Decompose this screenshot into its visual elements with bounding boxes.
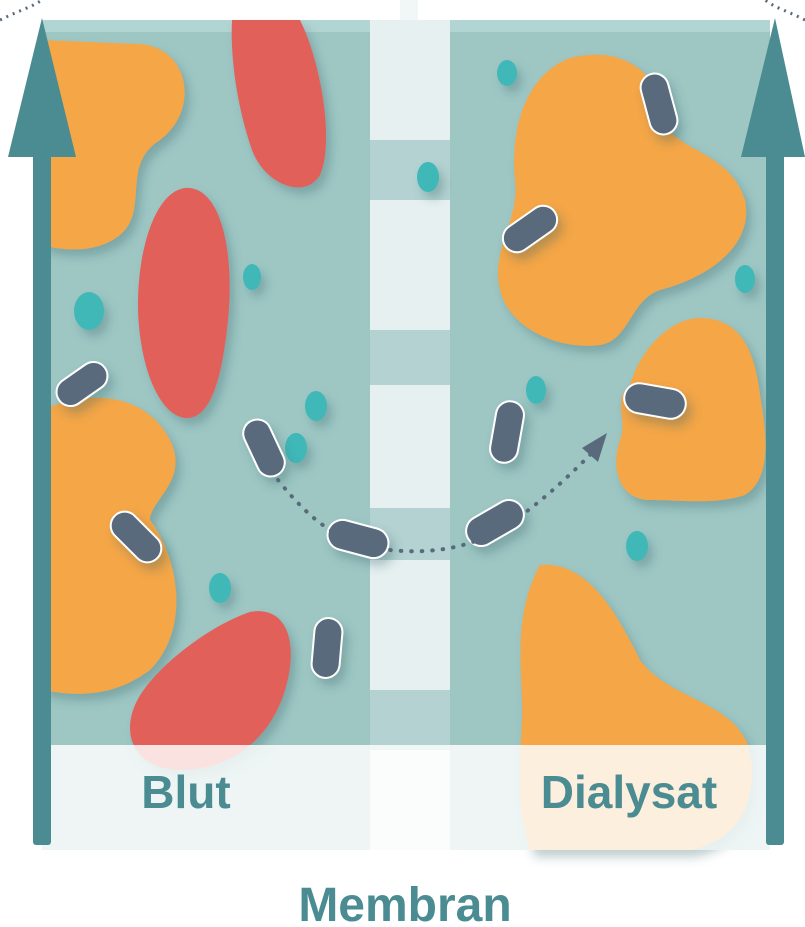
membrane [370, 20, 450, 850]
flow-arrow-shaft [33, 140, 51, 845]
toxin-molecule [310, 617, 343, 679]
membrane-top-gap [400, 0, 418, 20]
membrane-pore [370, 690, 450, 750]
membrane-label: Membran [298, 879, 511, 927]
small-particle [305, 391, 327, 421]
membrane-pore [370, 140, 450, 200]
small-particle [74, 292, 104, 330]
small-particle [735, 265, 755, 293]
small-particle [526, 376, 546, 404]
small-particle [626, 531, 648, 561]
membrane-pore [370, 330, 450, 385]
small-particle [243, 264, 261, 290]
dialysate-label: Dialysat [541, 766, 717, 818]
flow-arrow-shaft [766, 140, 784, 845]
small-particle [209, 573, 231, 603]
small-particle [497, 60, 517, 86]
blood-label: Blut [141, 766, 230, 818]
top-left-dotted-line [0, 0, 42, 20]
small-particle [285, 433, 307, 463]
top-right-dotted-line [765, 0, 805, 20]
small-particle [417, 162, 439, 192]
